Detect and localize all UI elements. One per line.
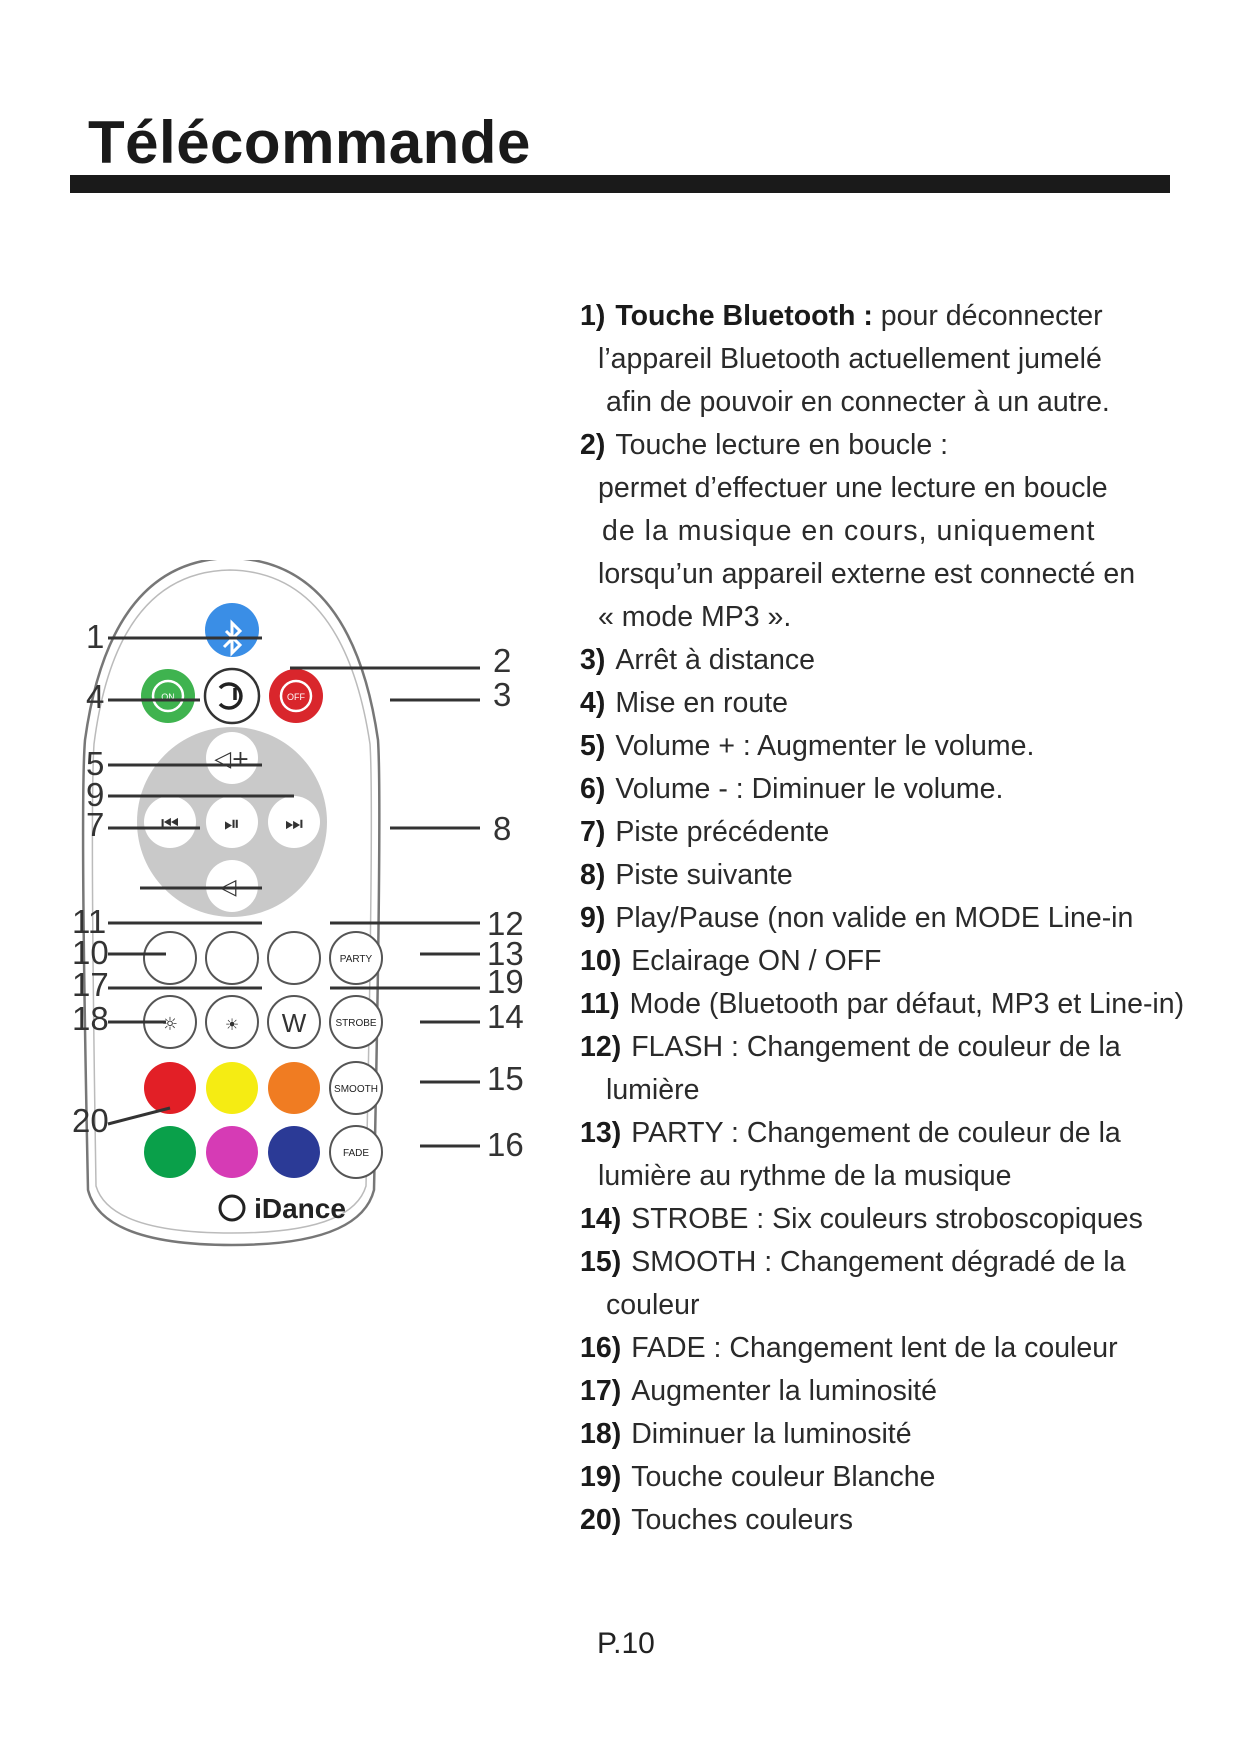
next-track-button — [268, 796, 320, 848]
list-item: 5)Volume + : Augmenter le volume. — [580, 730, 1035, 762]
brightness-down-icon: ☀ — [225, 1015, 239, 1034]
power-icon — [279, 679, 313, 713]
fade-label: FADE — [343, 1148, 369, 1159]
callout-4: 4 — [86, 678, 105, 715]
strobe-button — [329, 995, 383, 1049]
list-item: 20)Touches couleurs — [580, 1504, 853, 1536]
callout-1: 1 — [86, 618, 105, 655]
next-track-icon: ⏭ — [285, 811, 303, 835]
list-item: 17)Augmenter la luminosité — [580, 1375, 937, 1407]
list-item: 13)PARTY : Changement de couleur de la l… — [580, 1117, 1121, 1192]
power-icon — [151, 679, 185, 713]
list-item: 11)Mode (Bluetooth par défaut, MP3 et Li… — [580, 988, 1185, 1020]
party-label: PARTY — [340, 954, 373, 965]
volume-up-icon: ◁+ — [214, 747, 249, 772]
title-rule — [70, 175, 1170, 193]
callout-17: 17 — [72, 966, 109, 1003]
list-item: 16)FADE : Changement lent de la couleur — [580, 1332, 1118, 1364]
smooth-button — [329, 1061, 383, 1115]
callout-20: 20 — [72, 1102, 109, 1139]
list-item: 7)Piste précédente — [580, 816, 830, 848]
play-pause-button — [206, 796, 258, 848]
volume-up-button — [206, 732, 258, 784]
list-item: 1)Touche Bluetooth : pour déconnecter l’… — [580, 300, 1110, 418]
list-item: 19)Touche couleur Blanche — [580, 1461, 936, 1493]
orange-color-button — [268, 1062, 320, 1114]
play-pause-icon: ⏯ — [224, 811, 240, 835]
party-button — [329, 931, 383, 985]
list-item: 15)SMOOTH : Changement dégradé de la cou… — [580, 1246, 1126, 1321]
callout-2: 2 — [493, 642, 512, 679]
off-label: OFF — [287, 692, 305, 702]
smooth-label: SMOOTH — [334, 1084, 378, 1095]
white-label: W — [282, 1008, 307, 1038]
list-item: 14)STROBE : Six couleurs stroboscopiques — [580, 1203, 1143, 1235]
list-item: 2)Touche lecture en boucle : permet d’ef… — [580, 429, 1136, 633]
callout-11: 11 — [72, 903, 107, 940]
off-button — [269, 669, 323, 723]
light-onoff-button — [143, 931, 197, 985]
previous-track-icon: ⏮ — [161, 811, 179, 835]
callout-3: 3 — [493, 676, 512, 713]
list-item: 8)Piste suivante — [580, 859, 793, 891]
strobe-label: STROBE — [335, 1018, 376, 1029]
red-color-button — [144, 1062, 196, 1114]
repeat-icon — [218, 682, 243, 710]
callout-9: 9 — [86, 776, 105, 813]
on-label: ON — [161, 692, 175, 702]
white-button — [267, 995, 321, 1049]
blue-color-button — [268, 1126, 320, 1178]
page-number: P.10 — [597, 1627, 655, 1660]
callout-7: 7 — [86, 806, 105, 843]
callout-10: 10 — [72, 934, 109, 971]
callout-15: 15 — [487, 1060, 524, 1097]
callout-18: 18 — [72, 1000, 109, 1037]
fade-button — [329, 1125, 383, 1179]
brightness-up-icon: ☼ — [162, 1014, 178, 1035]
brightness-down-button — [205, 995, 259, 1049]
callout-16: 16 — [487, 1126, 524, 1163]
repeat-button — [203, 667, 261, 725]
flash-button — [267, 931, 321, 985]
page-title: Télécommande — [88, 109, 531, 176]
remote-control-illustration: ON OFF ◁+ ⏮ ⏯ ⏭ ◁- PARTY ☼ ☀ W STROBE SM… — [81, 560, 383, 1247]
volume-down-button — [206, 860, 258, 912]
remote-body-inner — [91, 569, 373, 1234]
mode-button — [205, 931, 259, 985]
green-color-button — [144, 1126, 196, 1178]
magenta-color-button — [206, 1126, 258, 1178]
on-button — [141, 669, 195, 723]
list-item: 4)Mise en route — [580, 687, 789, 719]
list-item: 6)Volume - : Diminuer le volume. — [580, 773, 1004, 805]
list-item: 3)Arrêt à distance — [580, 644, 815, 676]
callout-8: 8 — [493, 810, 512, 847]
volume-down-icon: ◁- — [220, 875, 245, 900]
callout-5: 5 — [86, 745, 105, 782]
callout-12: 12 — [487, 905, 524, 942]
brand-logo: iDance — [254, 1193, 346, 1224]
previous-track-button — [144, 796, 196, 848]
callout-13: 13 — [487, 935, 524, 972]
list-item: 12)FLASH : Changement de couleur de la l… — [580, 1031, 1121, 1106]
callout-19: 19 — [487, 963, 524, 1000]
list-item: 18)Diminuer la luminosité — [580, 1418, 912, 1450]
list-item: 10)Eclairage ON / OFF — [580, 945, 882, 977]
yellow-color-button — [206, 1062, 258, 1114]
dj-logo-icon — [218, 1194, 246, 1222]
callout-14: 14 — [487, 998, 524, 1035]
list-item: 9)Play/Pause (non valide en MODE Line-in — [580, 902, 1134, 934]
function-list: 1)Touche Bluetooth : pour déconnecter l’… — [580, 295, 1200, 1542]
